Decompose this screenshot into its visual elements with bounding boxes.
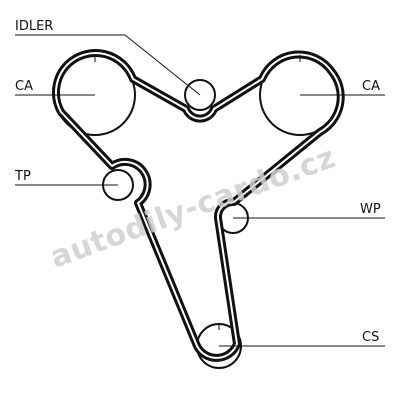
label-wp: WP [360,202,381,217]
label-ca-right: CA [362,79,380,94]
label-ca-left: CA [15,79,33,94]
label-cs: CS [362,330,379,345]
watermark-text: autodily-cardo.cz [46,140,340,276]
label-tp: TP [14,169,31,184]
leader-idler-diagonal [124,34,201,96]
label-idler: IDLER [15,19,53,34]
timing-belt-inner-edge [54,52,342,359]
